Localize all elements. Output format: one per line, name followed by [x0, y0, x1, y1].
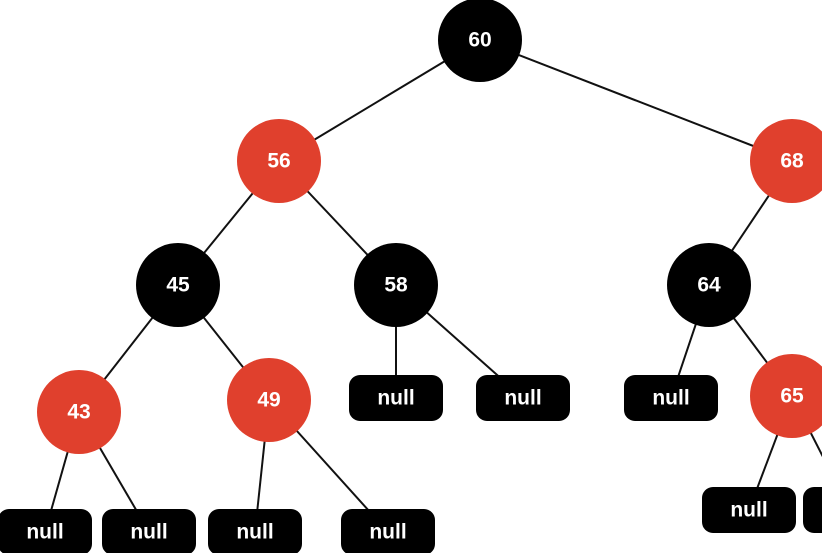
- null-label: null: [377, 387, 414, 410]
- null-leaf-null58a: null: [349, 375, 443, 421]
- node-label: 60: [468, 29, 491, 52]
- node-label: 58: [384, 274, 408, 297]
- node-label: 49: [257, 389, 280, 412]
- null-leaf-null58b: null: [476, 375, 570, 421]
- tree-node-n60: 60: [438, 0, 522, 82]
- red-node-circle: [750, 119, 822, 203]
- null-box: [803, 487, 822, 533]
- tree-node-n68: 68: [750, 119, 822, 203]
- null-leaf-null65b: [803, 487, 822, 533]
- null-leaf-null65a: null: [702, 487, 796, 533]
- black-node-circle: [438, 0, 522, 82]
- tree-node-n64: 64: [667, 243, 751, 327]
- edge-n60-n68: [479, 39, 793, 162]
- tree-node-n45: 45: [136, 243, 220, 327]
- black-node-circle: [667, 243, 751, 327]
- null-leaf-null49b: null: [341, 509, 435, 553]
- tree-node-n49: 49: [227, 358, 311, 442]
- null-label: null: [369, 521, 406, 544]
- null-box: [476, 375, 570, 421]
- red-node-circle: [750, 354, 822, 438]
- null-label: null: [730, 499, 767, 522]
- black-node-circle: [354, 243, 438, 327]
- null-box: [208, 509, 302, 553]
- null-box: [349, 375, 443, 421]
- null-leaf-null43a: null: [0, 509, 92, 553]
- node-label: 45: [166, 274, 190, 297]
- tree-node-n58: 58: [354, 243, 438, 327]
- red-node-circle: [237, 119, 321, 203]
- null-box: [102, 509, 196, 553]
- null-label: null: [504, 387, 541, 410]
- tree-node-n56: 56: [237, 119, 321, 203]
- tree-node-n65: 65: [750, 354, 822, 438]
- null-leaf-null43b: null: [102, 509, 196, 553]
- node-label: 56: [267, 150, 290, 173]
- tree-node-n43: 43: [37, 370, 121, 454]
- null-box: [624, 375, 718, 421]
- node-label: 65: [780, 385, 804, 408]
- null-leaf-null49a: null: [208, 509, 302, 553]
- null-label: null: [130, 521, 167, 544]
- null-box: [702, 487, 796, 533]
- red-node-circle: [37, 370, 121, 454]
- null-label: null: [26, 521, 63, 544]
- red-node-circle: [227, 358, 311, 442]
- null-label: null: [236, 521, 273, 544]
- black-node-circle: [136, 243, 220, 327]
- null-label: null: [652, 387, 689, 410]
- null-leaf-null64a: null: [624, 375, 718, 421]
- null-box: [341, 509, 435, 553]
- null-box: [0, 509, 92, 553]
- node-label: 68: [780, 150, 804, 173]
- node-label: 43: [67, 401, 90, 424]
- node-label: 64: [697, 274, 721, 297]
